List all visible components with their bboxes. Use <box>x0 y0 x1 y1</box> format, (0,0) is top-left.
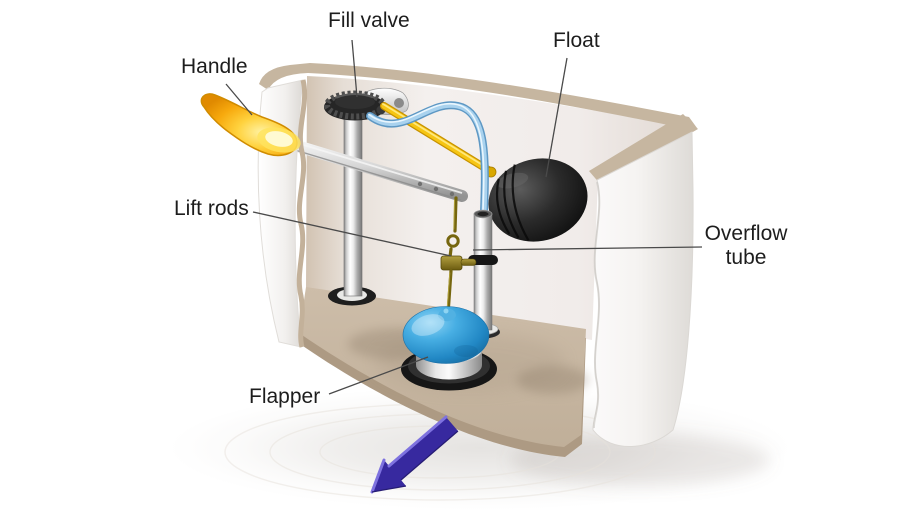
float-leader-line <box>545 57 568 178</box>
float-ball <box>488 158 588 242</box>
flapper-dome <box>402 306 490 364</box>
float-arm <box>380 102 494 175</box>
overflow-tube <box>466 209 500 339</box>
label-flapper: Flapper <box>249 385 321 408</box>
label-overflow-tube: Overflow tube <box>704 222 788 269</box>
fill-valve-leader-line <box>351 39 358 98</box>
fill-valve-shank <box>343 103 363 297</box>
label-float: Float <box>553 29 600 52</box>
tank-right-wall <box>592 131 694 447</box>
cutaway-edge <box>296 79 308 348</box>
fill-valve <box>324 87 409 306</box>
refill-tube <box>366 101 489 216</box>
flush-handle <box>200 93 301 157</box>
flush-direction-arrow <box>370 415 459 494</box>
lift-rod-coupling <box>440 255 463 271</box>
lift-rods-leader-line <box>252 211 452 257</box>
flapper-leader-line <box>328 356 429 395</box>
overflow-tube-leader-line <box>472 246 703 251</box>
label-fill-valve: Fill valve <box>328 9 410 32</box>
label-handle: Handle <box>181 55 248 78</box>
tank-rim <box>259 63 698 185</box>
handle-leader-line <box>225 83 253 116</box>
label-lift-rods: Lift rods <box>174 197 249 220</box>
